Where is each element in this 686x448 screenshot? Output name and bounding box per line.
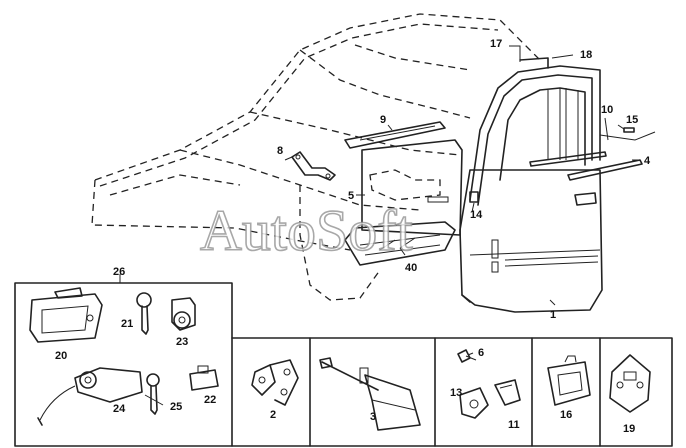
bolt — [457, 349, 477, 363]
lock-cylinder — [171, 297, 196, 331]
label-16: 16 — [560, 409, 572, 421]
label-5: 5 — [348, 190, 354, 202]
map-pocket — [344, 221, 456, 266]
door-trim-panel — [361, 139, 463, 236]
door-hinge — [251, 359, 299, 406]
watermark: AutoSoft — [200, 198, 413, 263]
label-2: 2 — [270, 409, 276, 421]
label-20: 20 — [55, 350, 67, 362]
label-18: 18 — [580, 49, 592, 61]
trim-bracket — [291, 151, 336, 181]
label-6: 6 — [478, 347, 484, 359]
leader-lines — [119, 45, 640, 306]
label-24: 24 — [113, 403, 126, 415]
spring-clip — [494, 379, 521, 406]
door-clip — [469, 191, 479, 203]
label-13: 13 — [450, 387, 462, 399]
label-4: 4 — [644, 155, 651, 167]
door-outer-panel — [459, 169, 603, 313]
ignition-key — [146, 373, 160, 415]
striker — [609, 354, 651, 413]
label-23: 23 — [176, 336, 188, 348]
retainer-clip — [189, 365, 219, 391]
label-17: 17 — [490, 38, 502, 50]
label-10: 10 — [601, 104, 613, 116]
vehicle-body-outline — [91, 13, 541, 301]
screw — [623, 127, 635, 133]
label-9: 9 — [380, 114, 386, 126]
label-3: 3 — [370, 411, 376, 423]
label-25: 25 — [170, 401, 182, 413]
label-14: 14 — [470, 209, 483, 221]
box-leaders — [144, 352, 474, 406]
label-11: 11 — [508, 419, 520, 431]
lock-actuator — [37, 367, 143, 426]
outside-handle — [29, 287, 103, 343]
belt-moulding — [529, 117, 656, 181]
door-latch — [547, 355, 591, 406]
door-check — [319, 357, 421, 431]
label-21: 21 — [121, 318, 133, 330]
label-26: 26 — [113, 266, 125, 278]
label-1: 1 — [550, 309, 556, 321]
label-40: 40 — [405, 262, 417, 274]
label-19: 19 — [623, 423, 635, 435]
label-15: 15 — [626, 114, 638, 126]
part-labels: 1 2 3 4 5 6 8 9 10 11 13 14 15 16 17 18 … — [55, 38, 651, 435]
label-8: 8 — [277, 145, 283, 157]
label-22: 22 — [204, 394, 216, 406]
key — [136, 292, 152, 335]
parts-boxes — [14, 282, 673, 447]
armrest — [344, 121, 446, 149]
door-frame — [469, 57, 601, 206]
striker-plate — [459, 387, 489, 419]
